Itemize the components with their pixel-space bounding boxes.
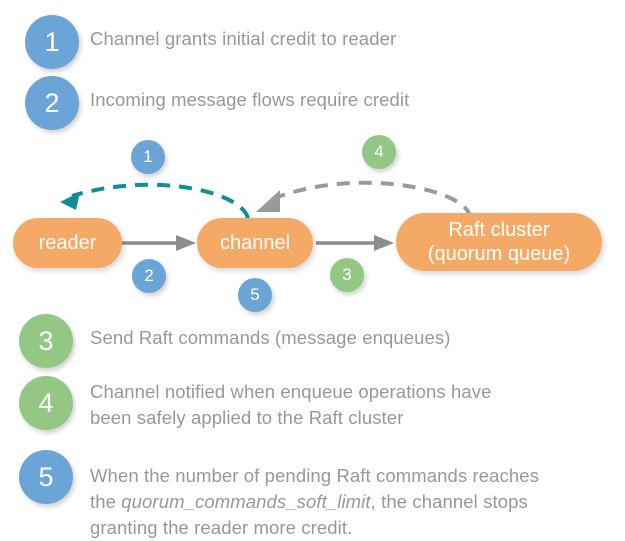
diagram-node-channel[interactable]: channel bbox=[197, 218, 313, 268]
legend-text-2: Incoming message flows require credit bbox=[90, 89, 410, 110]
legend-badge-5: 5 bbox=[19, 450, 73, 504]
legend-text-5-before: When the number of pending Raft commands… bbox=[90, 465, 540, 512]
legend-badge-2: 2 bbox=[25, 76, 79, 130]
legend-text-4: Channel notified when enqueue operations… bbox=[90, 381, 492, 428]
diagram-badge-2: 2 bbox=[132, 259, 166, 293]
edge-apply-notification-arrowhead bbox=[256, 190, 280, 212]
diagram-badge-1: 1 bbox=[131, 140, 165, 174]
diagram-badge-3: 3 bbox=[330, 258, 364, 292]
edge-credit-grant bbox=[71, 182, 250, 219]
legend-text-5-italic: quorum_commands_soft_limit bbox=[121, 491, 371, 512]
diagram-badge-4: 4 bbox=[362, 135, 396, 169]
legend-badge-3: 3 bbox=[19, 314, 73, 368]
diagram-node-reader[interactable]: reader bbox=[13, 218, 122, 268]
legend-text-3: Send Raft commands (message enqueues) bbox=[90, 327, 451, 348]
diagram-badge-5: 5 bbox=[238, 278, 272, 312]
edge-credit-grant-arrowhead bbox=[60, 192, 80, 210]
legend-text-5: When the number of pending Raft commands… bbox=[90, 437, 620, 541]
legend-badge-4: 4 bbox=[19, 376, 73, 430]
legend-badge-1: 1 bbox=[25, 15, 79, 69]
edge-raft-commands-arrowhead bbox=[374, 235, 394, 251]
edge-message-flow-arrowhead bbox=[176, 235, 196, 251]
diagram-node-raft-cluster[interactable]: Raft cluster (quorum queue) bbox=[396, 213, 602, 271]
legend-text-5-after: , the channel stops granting the reader … bbox=[90, 491, 528, 538]
legend-text-1: Channel grants initial credit to reader bbox=[90, 28, 397, 49]
